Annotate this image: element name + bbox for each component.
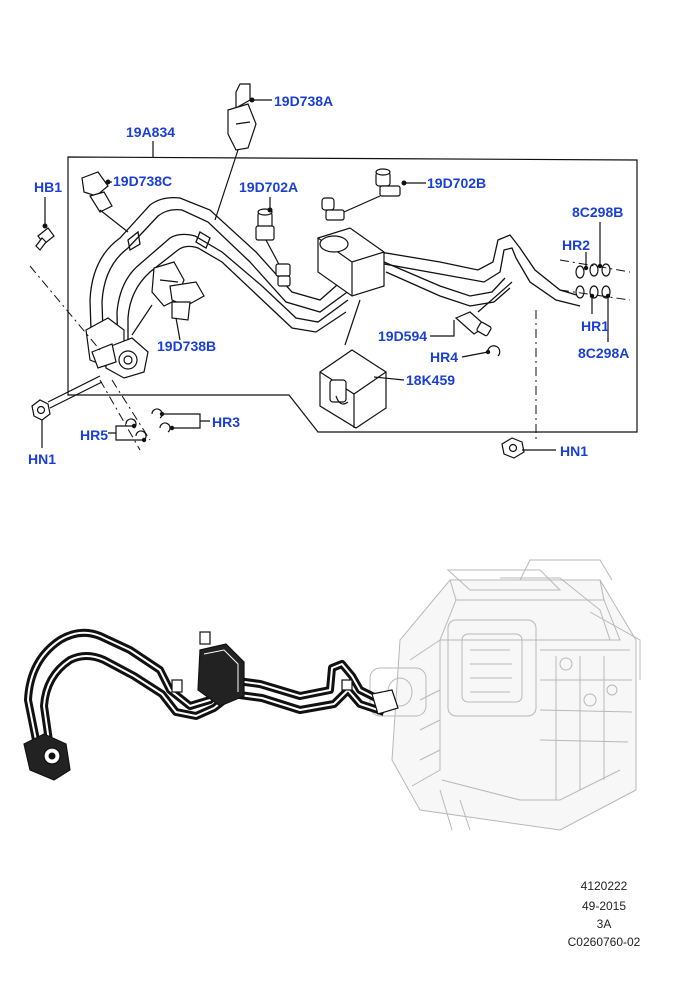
reference-number: 4120222 (581, 879, 628, 893)
callout-HN1-left: HN1 (28, 451, 56, 467)
leader-dot (605, 293, 611, 299)
leader-dot (105, 179, 111, 185)
callout-19D702B: 19D702B (427, 175, 486, 191)
leader-19D702B-down (343, 195, 381, 213)
leader-dot (141, 437, 147, 443)
nut-HN1-right (501, 437, 525, 459)
leader-HR5 (108, 425, 144, 441)
leader-dot (597, 263, 603, 269)
callout-8C298B: 8C298B (572, 204, 623, 220)
leader-19D738B (175, 317, 181, 341)
sensor-19D594 (454, 311, 492, 337)
assembly-frame (67, 156, 638, 433)
installed-pipe-assembly (23, 628, 399, 781)
callout-HR1: HR1 (581, 318, 609, 334)
clip-19D738C (81, 171, 113, 213)
leader-HR3 (162, 413, 210, 429)
callout-8C298A: 8C298A (578, 345, 629, 361)
leader-19D594-up (477, 281, 513, 313)
leader-19D738A-down (214, 149, 239, 221)
leader-dot (267, 207, 273, 213)
callout-HB1: HB1 (34, 179, 62, 195)
callout-HR3: HR3 (212, 414, 240, 430)
callout-HN1-right: HN1 (560, 443, 588, 459)
callout-HR5: HR5 (80, 427, 108, 443)
leader-19D738C-down (99, 209, 129, 233)
leader-dot (42, 223, 48, 229)
leader-HR4 (461, 351, 489, 358)
leader-19D594 (430, 320, 455, 337)
valve-19D702B (321, 168, 401, 221)
callout-18K459: 18K459 (406, 372, 455, 388)
reference-illustration-code: C0260760-02 (568, 935, 641, 949)
leader-dot (169, 425, 175, 431)
ac-pipe-assembly (89, 197, 581, 363)
oring-HR4 (487, 345, 501, 357)
leader-dot (589, 293, 595, 299)
exploded-view (29, 83, 638, 459)
reference-date: 49-2015 (582, 899, 626, 913)
installed-view (23, 559, 641, 831)
leader-dot (583, 265, 589, 271)
callout-19D738C: 19D738C (113, 173, 172, 189)
muffler-18K459 (319, 349, 387, 429)
leader-dot (159, 411, 165, 417)
leader-19D738B-left (131, 304, 153, 336)
callout-19D738B: 19D738B (157, 338, 216, 354)
valve-19D702A-installed (275, 263, 291, 287)
callout-19D702A: 19D702A (239, 179, 298, 195)
hvac-unit-ghost (369, 559, 641, 831)
leader-18K459-tag (373, 376, 405, 381)
bolt-HB1 (35, 227, 55, 251)
clamp-19D738B (151, 261, 205, 321)
callout-19D594: 19D594 (378, 328, 427, 344)
leader-dot (249, 97, 255, 103)
callout-HR4: HR4 (430, 349, 458, 365)
leader-dot (401, 180, 407, 186)
callout-19D738A: 19D738A (274, 93, 333, 109)
reference-revision: 3A (597, 917, 612, 931)
leader-18K459 (344, 299, 361, 346)
leader-dot (131, 423, 137, 429)
right-seals (559, 259, 631, 301)
receiver-drier (317, 227, 385, 297)
clip-19D738A (227, 83, 257, 151)
leader-dot (485, 349, 491, 355)
manifold-fitting (85, 317, 149, 379)
valve-19D702A (255, 208, 275, 241)
callout-19A834: 19A834 (126, 124, 175, 140)
callout-HR2: HR2 (562, 237, 590, 253)
nut-HN1-left (31, 375, 103, 421)
